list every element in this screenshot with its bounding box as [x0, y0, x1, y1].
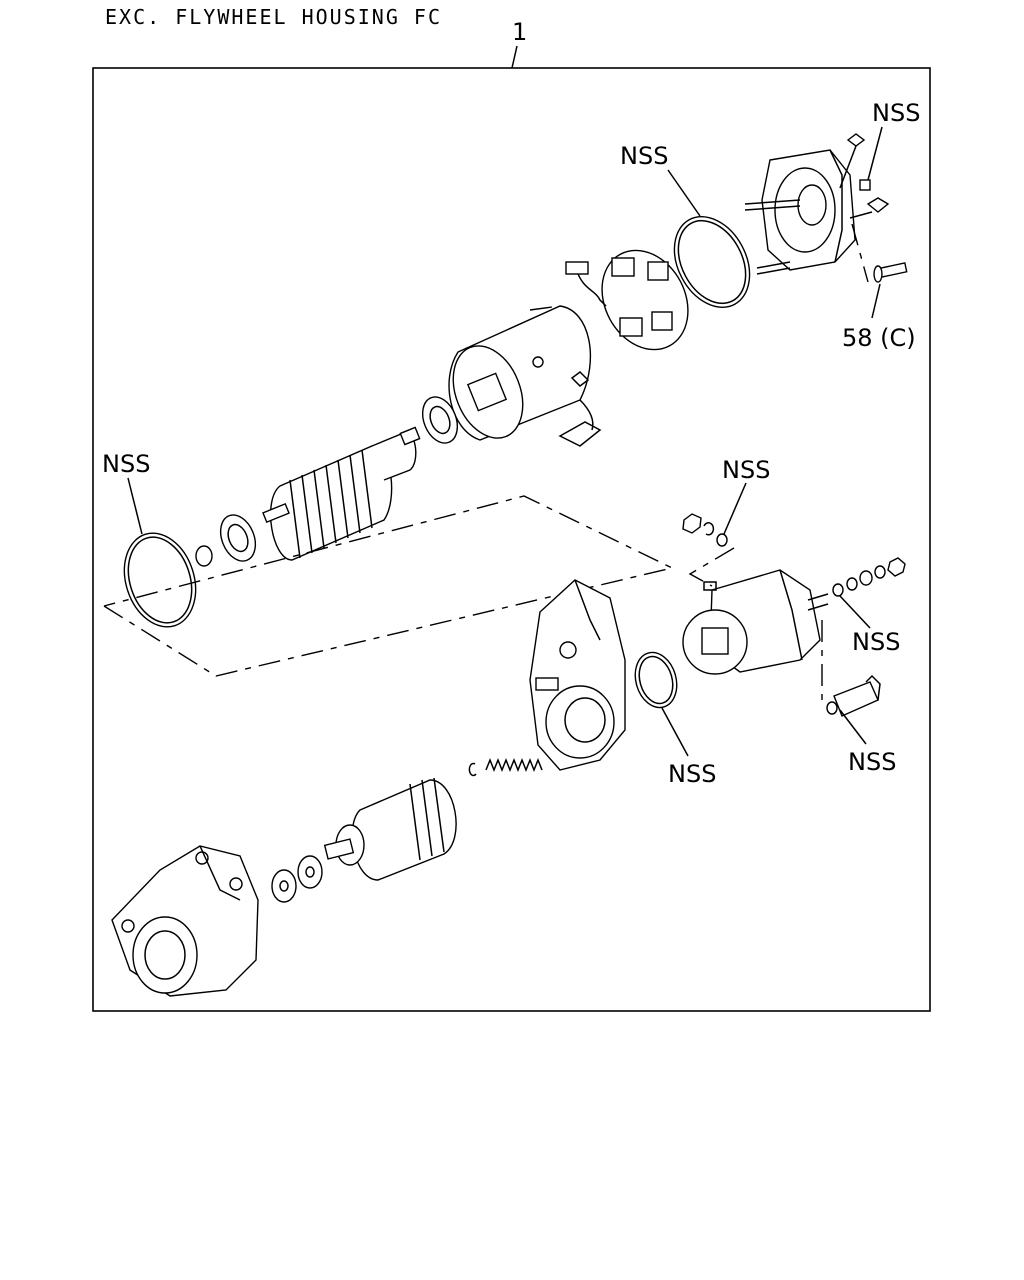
leader-nss-bracket [839, 709, 867, 745]
bolt-58c [873, 262, 908, 283]
through-bolts [744, 199, 801, 275]
assembly-frame [92, 67, 931, 1012]
cover-screws [839, 133, 890, 283]
leader-nss-ring-top [667, 169, 701, 217]
leader-nss-top-right [867, 126, 883, 181]
magnetic-switch [682, 569, 829, 675]
brush-holder [565, 249, 689, 351]
leader-58c [871, 283, 881, 319]
pinion-clutch [323, 777, 457, 881]
switch-nuts [832, 557, 906, 597]
leader-nss-left-ring [127, 477, 143, 535]
return-spring [485, 757, 543, 773]
pinion-washer-2 [271, 869, 297, 903]
callout-58c: 58 (C) [842, 324, 916, 352]
end-cover [761, 149, 856, 271]
callout-nss-washer: NSS [722, 456, 770, 484]
callout-nss-left-ring: NSS [102, 450, 150, 478]
alignment-dash-loop [103, 495, 675, 677]
bracket [826, 674, 881, 717]
callout-nss-bracket: NSS [848, 748, 896, 776]
leader-nss-washer [723, 482, 747, 535]
terminal-nuts [682, 513, 728, 547]
thrust-washer [195, 545, 213, 567]
leader-nss-right-nuts [839, 595, 871, 629]
leader-nss-center-ring [661, 707, 689, 757]
retaining-clip [468, 762, 477, 777]
center-housing [529, 579, 626, 771]
callout-nss-ring-top: NSS [620, 142, 668, 170]
pinion-washer-1 [297, 855, 323, 889]
yoke-housing [448, 305, 602, 447]
bearing-lower [219, 514, 257, 562]
front-housing [111, 845, 259, 997]
bearing-upper [421, 396, 459, 444]
callout-nss-top-right: NSS [872, 99, 920, 127]
armature [262, 426, 421, 561]
assembly-ref-number: 1 [512, 18, 527, 46]
o-ring-upper [673, 216, 751, 308]
diagram-title: EXC. FLYWHEEL HOUSING FC [105, 5, 442, 29]
o-ring-left [123, 532, 197, 628]
callout-nss-right-nuts: NSS [852, 628, 900, 656]
callout-nss-center-ring: NSS [668, 760, 716, 788]
assembly-ref-leader [511, 45, 518, 69]
